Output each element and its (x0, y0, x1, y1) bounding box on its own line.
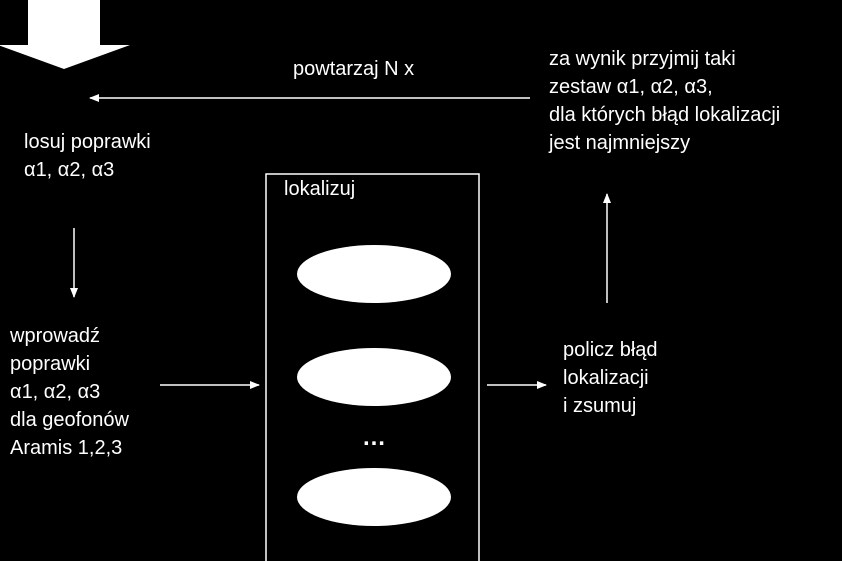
step-apply-line-5: Aramis 1,2,3 (10, 437, 123, 459)
start-arrow (0, 0, 130, 69)
step-apply-line-2: poprawki (10, 353, 91, 375)
step-result-line-3: dla których błąd lokalizacji (549, 104, 781, 126)
loop-label: powtarzaj N x (293, 58, 415, 80)
step-error: policz błąd lokalizacji i zsumuj (563, 336, 658, 420)
step-error-line-2: lokalizacji (563, 367, 649, 389)
step-result-line-4: jest najmniejszy (549, 132, 691, 154)
step-result-line-2: zestaw α1, α2, α3, (549, 76, 713, 98)
step-result-line-1: za wynik przyjmij taki (549, 48, 736, 70)
step-random-line-2: α1, α2, α3 (24, 159, 115, 181)
step-apply: wprowadź poprawki α1, α2, α3 dla geofonó… (10, 322, 129, 462)
localization-ellipse-3 (297, 468, 451, 526)
localization-ellipse-1 (297, 245, 451, 303)
step-error-line-3: i zsumuj (563, 395, 637, 417)
step-random-line-1: losuj poprawki (24, 131, 151, 153)
step-apply-line-4: dla geofonów (10, 409, 129, 431)
step-apply-line-3: α1, α2, α3 (10, 381, 101, 403)
localize-ellipsis: … (362, 424, 387, 451)
localization-ellipse-2 (297, 348, 451, 406)
localize-box (265, 173, 480, 561)
step-result: za wynik przyjmij taki zestaw α1, α2, α3… (549, 45, 780, 157)
step-random: losuj poprawki α1, α2, α3 (24, 128, 151, 184)
step-apply-line-1: wprowadź (10, 325, 101, 347)
localize-title: lokalizuj (284, 178, 356, 200)
step-error-line-1: policz błąd (563, 339, 658, 361)
